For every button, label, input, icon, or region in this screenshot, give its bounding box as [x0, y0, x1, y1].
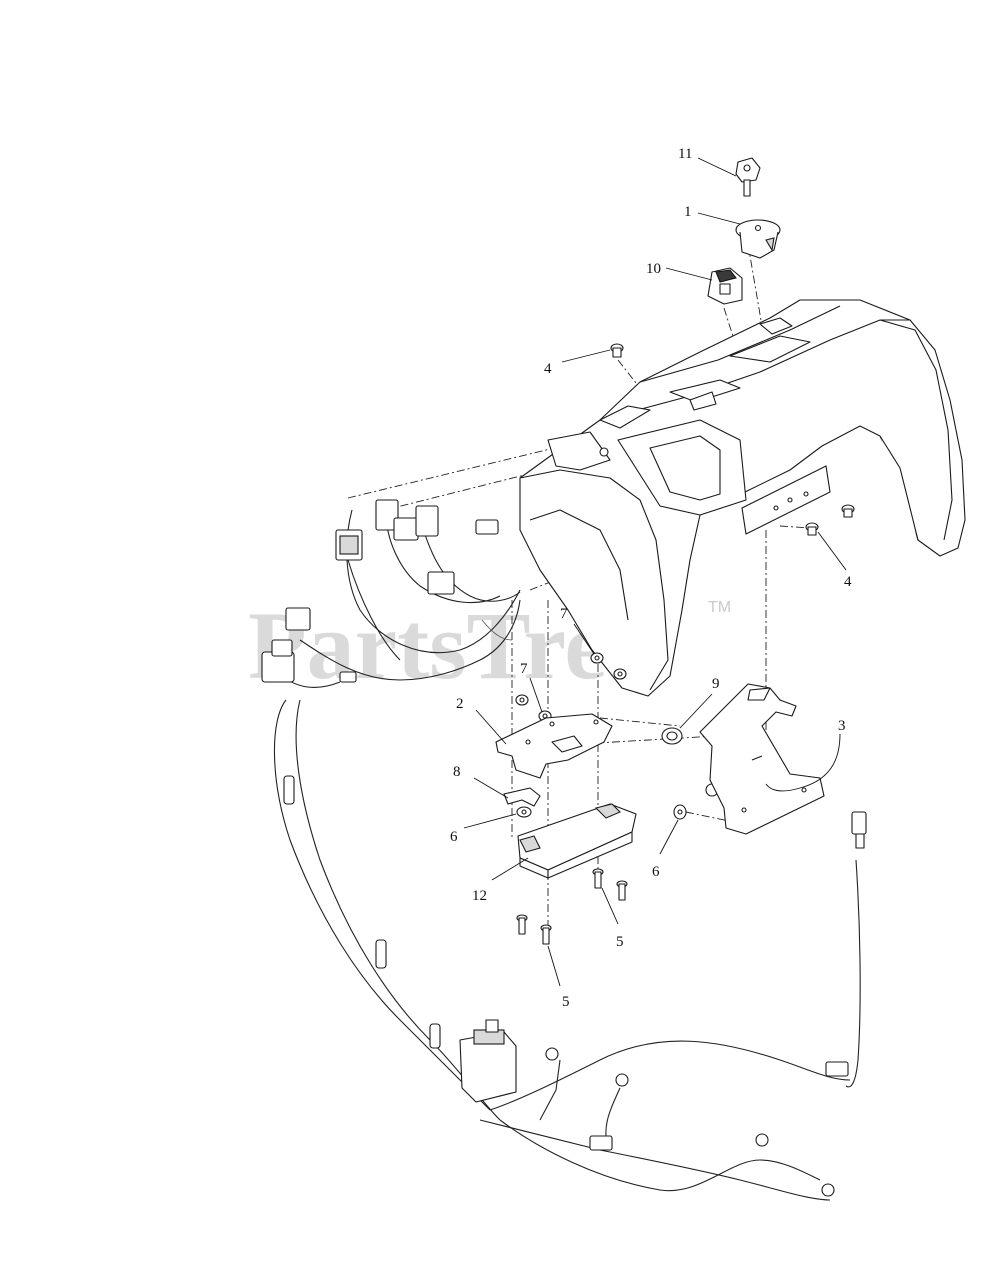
callout-labels: 11 1 10 4 4 7 7 9 2 3 8 6 6 12 5 5 — [450, 146, 852, 1010]
callout-8: 8 — [453, 764, 461, 780]
callout-5-bottom: 5 — [562, 994, 570, 1010]
callout-9: 9 — [712, 676, 720, 692]
module-bracket — [495, 713, 613, 779]
console-housing — [519, 299, 966, 697]
control-module — [517, 803, 637, 879]
leader-lines — [463, 157, 847, 987]
nut-b — [613, 668, 627, 680]
ignition-key — [735, 157, 761, 197]
screw-a — [592, 868, 604, 889]
callout-2: 2 — [456, 696, 464, 712]
grommet — [661, 727, 683, 745]
callout-11: 11 — [678, 146, 692, 162]
nut-d — [538, 710, 552, 722]
callout-5-right: 5 — [616, 934, 624, 950]
nut-c — [515, 694, 529, 706]
screw-d — [540, 924, 552, 945]
callout-7-a: 7 — [560, 606, 568, 622]
watermark-trademark: TM — [708, 599, 731, 616]
wiring-harness — [261, 499, 867, 1201]
screw-b — [616, 880, 628, 901]
callout-3: 3 — [838, 718, 846, 734]
callout-6-left: 6 — [450, 829, 458, 845]
callout-4-upper: 4 — [544, 361, 552, 377]
callout-1: 1 — [684, 204, 692, 220]
callout-7-b: 7 — [520, 661, 528, 677]
bolt-right-b — [805, 522, 819, 536]
screw-c — [516, 914, 528, 935]
washer-left — [516, 806, 532, 818]
callout-12: 12 — [472, 888, 487, 904]
bolt-right-a — [841, 504, 855, 518]
ignition-switch — [735, 219, 781, 259]
cable-clip — [503, 787, 541, 807]
callout-10: 10 — [646, 261, 661, 277]
callout-6-right: 6 — [652, 864, 660, 880]
control-switch — [707, 267, 743, 305]
mounting-bracket — [699, 683, 825, 835]
bolt-upper — [610, 343, 624, 358]
washer-right — [673, 804, 687, 820]
nut-a — [590, 652, 604, 664]
callout-4-right: 4 — [844, 574, 852, 590]
